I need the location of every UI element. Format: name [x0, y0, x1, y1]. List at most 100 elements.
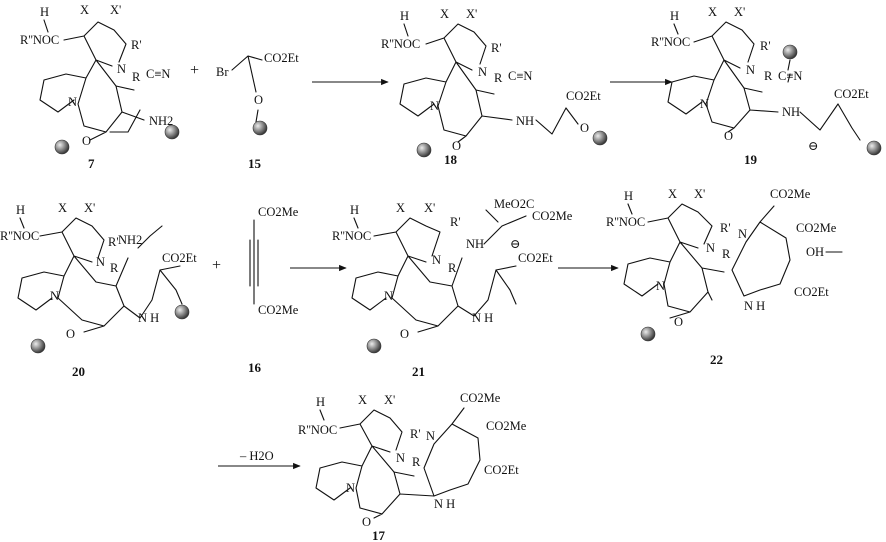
atom-label: X' — [466, 7, 477, 21]
atom-label: R' — [410, 427, 421, 441]
atom-label: X — [58, 201, 67, 215]
atom-label: R' — [491, 41, 502, 55]
resin-bead-icon — [782, 44, 798, 60]
atom-label: NH2 — [149, 114, 173, 128]
atom-label: R''NOC — [651, 35, 690, 49]
atom-label: N — [384, 289, 393, 303]
atom-label: O — [724, 129, 733, 143]
atom-label: R — [110, 261, 119, 275]
atom-label: X — [396, 201, 405, 215]
atom-label: H — [40, 5, 49, 19]
compound-22: H R''NOC X X' R' N R N CO2Me CO2Me OH CO… — [606, 187, 843, 367]
atom-label: N — [746, 63, 755, 77]
atom-label: R''NOC — [606, 215, 645, 229]
atom-label: CO2Et — [162, 251, 197, 265]
atom-label: X' — [110, 3, 121, 17]
compound-number: 18 — [444, 152, 458, 167]
resin-bead-icon — [174, 304, 190, 320]
resin-bead-icon — [640, 326, 656, 342]
atom-label: N — [396, 451, 405, 465]
atom-label: N H — [138, 311, 159, 325]
compound-number: 22 — [710, 352, 723, 367]
bond-lines — [231, 55, 263, 123]
atom-label: R''NOC — [298, 423, 337, 437]
atom-label: CO2Et — [794, 285, 829, 299]
atom-label: N — [68, 95, 77, 109]
atom-label: X' — [734, 5, 745, 19]
atom-label: NH — [466, 237, 484, 251]
atom-label: O — [400, 327, 409, 341]
atom-label: MeO2C — [494, 197, 534, 211]
atom-label: X — [358, 393, 367, 407]
bond-lines — [667, 21, 861, 141]
atom-label: CO2Me — [258, 303, 299, 317]
resin-bead-icon — [252, 120, 268, 136]
atom-label: N — [50, 289, 59, 303]
atom-label: H — [400, 9, 409, 23]
compound-number: 21 — [412, 364, 425, 379]
compound-16: CO2Me CO2Me 16 — [248, 205, 299, 375]
atom-label: N H — [744, 299, 765, 313]
atom-label: X' — [84, 201, 95, 215]
bond-lines — [399, 23, 579, 143]
atom-label: H — [316, 395, 325, 409]
atom-label: CO2Me — [460, 391, 501, 405]
atom-label: CO2Et — [834, 87, 869, 101]
atom-label: X — [80, 3, 89, 17]
atom-label: O — [82, 134, 91, 148]
atom-label: CO2Me — [486, 419, 527, 433]
resin-bead-icon — [366, 338, 382, 354]
atom-label: N — [738, 227, 747, 241]
plus-sign: + — [190, 62, 199, 79]
atom-label: R''NOC — [381, 37, 420, 51]
compound-7: H R''NOC X X' R' N R C≡N NH2 N O 7 — [20, 3, 180, 171]
atom-label: C≡N — [508, 69, 532, 83]
atom-label: X — [708, 5, 717, 19]
atom-label: NH2 — [118, 233, 142, 247]
compound-number: 16 — [248, 360, 262, 375]
resin-bead-icon — [866, 140, 882, 156]
atom-label: CO2Me — [770, 187, 811, 201]
atom-label: N — [432, 253, 441, 267]
atom-label: R''NOC — [0, 229, 39, 243]
bond-lines — [39, 19, 145, 141]
bond-lines — [623, 203, 843, 319]
atom-label: R' — [108, 235, 119, 249]
atom-label: CO2Et — [518, 251, 553, 265]
atom-label: X' — [384, 393, 395, 407]
atom-label: R — [764, 69, 773, 83]
atom-label: C≡N — [146, 67, 170, 81]
compound-17: H R''NOC X X' R' N R N CO2Me CO2Me CO2Et… — [298, 391, 527, 542]
atom-label: N — [117, 62, 126, 76]
resin-bead-icon — [416, 142, 432, 158]
compound-21: H R''NOC X X' R' N R MeO2C CO2Me NH ⊖ CO… — [332, 197, 573, 379]
atom-label: ⊖ — [510, 237, 520, 251]
resin-bead-icon — [592, 130, 608, 146]
atom-label: O — [66, 327, 75, 341]
resin-bead-icon — [30, 338, 46, 354]
atom-label: ⊖ — [808, 139, 818, 153]
atom-label: R''NOC — [332, 229, 371, 243]
resin-bead-icon — [54, 139, 70, 155]
resin-bead-icon — [164, 124, 180, 140]
atom-label: C≡N — [778, 69, 802, 83]
atom-label: O — [254, 93, 263, 107]
atom-label: N — [656, 279, 665, 293]
atom-label: NH — [516, 114, 534, 128]
bond-lines — [249, 219, 259, 305]
bond-lines — [351, 209, 527, 333]
atom-label: R — [448, 261, 457, 275]
atom-label: R' — [720, 221, 731, 235]
atom-label: O — [362, 515, 371, 529]
atom-label: O — [674, 315, 683, 329]
compound-15: Br CO2Et O 15 — [216, 51, 299, 171]
compound-number: 7 — [88, 156, 95, 171]
plus-sign: + — [212, 257, 221, 274]
atom-label: H — [670, 9, 679, 23]
atom-label: N — [426, 429, 435, 443]
atom-label: R — [494, 71, 503, 85]
atom-label: N — [96, 255, 105, 269]
atom-label: CO2Et — [566, 89, 601, 103]
atom-label: R' — [131, 38, 142, 52]
